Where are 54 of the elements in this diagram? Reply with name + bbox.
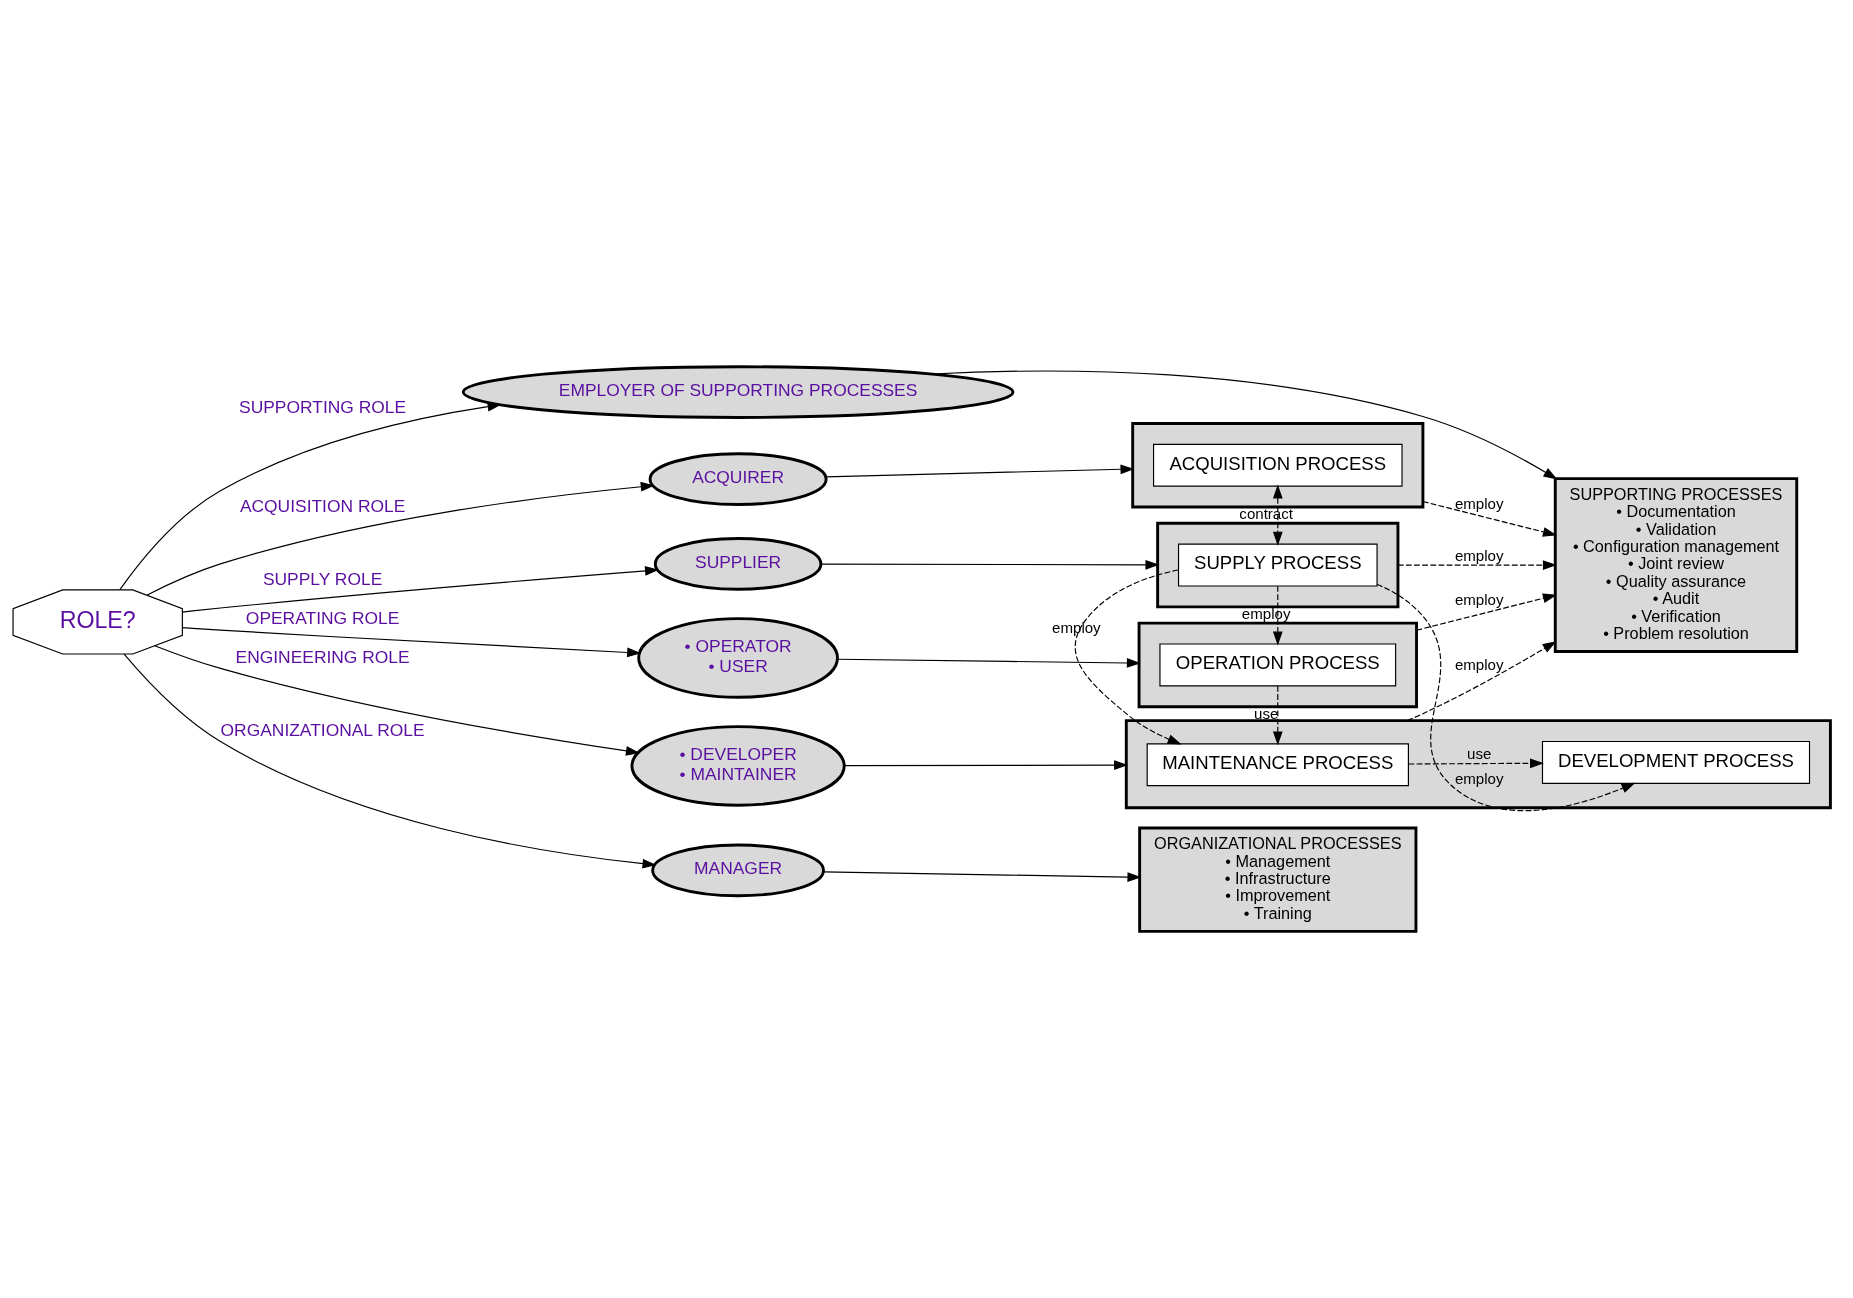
arrow	[1272, 685, 1283, 746]
edge-label: SUPPLY ROLE	[262, 568, 383, 589]
arrow	[1422, 500, 1557, 537]
arrow	[1376, 583, 1636, 812]
arrow	[1406, 641, 1557, 722]
cluster	[1131, 422, 1425, 509]
arrow	[123, 653, 657, 869]
edge-label: employ	[1454, 494, 1504, 512]
node-box: SUPPORTING PROCESSES • Documentation • Validation • Configuration management • Joint review • Quality assurance • Audit • Verification • Problem resolution	[1553, 477, 1799, 654]
edge-label: employ	[1454, 591, 1504, 609]
edge-label: ENGINEERING ROLE	[235, 646, 410, 667]
edge-label: employ	[1454, 546, 1504, 564]
node-box: ACQUISITION PROCESS	[1153, 443, 1403, 487]
arrow	[1074, 569, 1182, 745]
node-ellipse: SUPPLIER	[653, 537, 823, 591]
arrow	[820, 559, 1160, 570]
edge-label: employ	[1454, 656, 1504, 674]
arrow	[825, 464, 1135, 478]
arrow	[1415, 593, 1557, 631]
node-ellipse: • OPERATOR • USER	[637, 617, 839, 699]
edge-label: employ	[1454, 769, 1504, 787]
arrow	[822, 871, 1142, 882]
arrow	[119, 401, 502, 591]
edge-label: ORGANIZATIONAL ROLE	[220, 719, 425, 740]
node-ellipse: ACQUIRER	[648, 452, 828, 506]
edge-label: use	[1254, 704, 1279, 722]
node-box: DEVELOPMENT PROCESS	[1541, 740, 1811, 784]
edge-label: SUPPORTING ROLE	[239, 396, 407, 417]
arrow	[181, 627, 642, 658]
arrow	[181, 566, 659, 613]
node-ellipse: MANAGER	[651, 843, 825, 898]
arrow	[1272, 585, 1283, 646]
arrow	[146, 481, 655, 596]
edge-label: employ	[1052, 618, 1101, 636]
edge-label: ACQUISITION ROLE	[239, 495, 406, 516]
cluster	[1137, 621, 1418, 709]
edge-label: employ	[1241, 604, 1291, 622]
node-ellipse: EMPLOYER OF SUPPORTING PROCESSES	[461, 365, 1015, 419]
arrow	[843, 760, 1129, 770]
node-box: OPERATION PROCESS	[1159, 643, 1397, 687]
edge-label: use	[1467, 745, 1492, 763]
arrow	[1397, 560, 1557, 570]
arrow	[1272, 484, 1283, 546]
node-ellipse: • DEVELOPER • MAINTAINER	[630, 725, 846, 807]
cluster	[1156, 521, 1400, 609]
edge-label: contract	[1239, 505, 1293, 523]
arrow	[836, 658, 1141, 668]
node-box: ORGANIZATIONAL PROCESSES • Management • Infrastructure • Improvement • Training	[1138, 826, 1418, 933]
node-box: SUPPLY PROCESS	[1177, 543, 1378, 587]
cluster	[1124, 719, 1832, 810]
edge-label: OPERATING ROLE	[245, 608, 400, 629]
node-box: MAINTENANCE PROCESS	[1146, 743, 1409, 787]
arrow	[1408, 758, 1544, 769]
arrow	[154, 645, 640, 756]
